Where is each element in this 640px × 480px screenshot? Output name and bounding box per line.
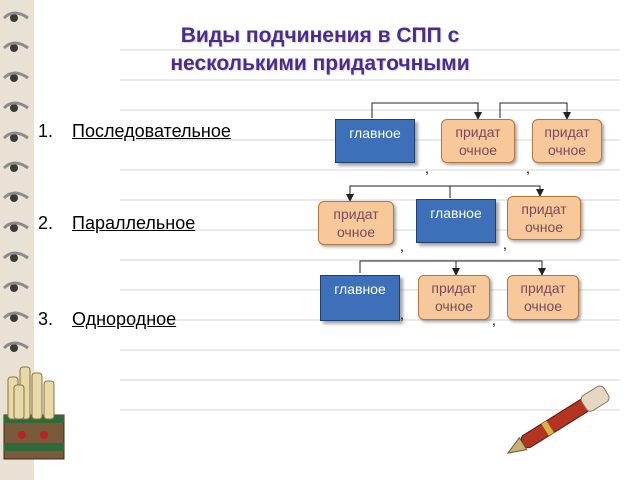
homogeneous-subordinate-1: придат очное	[418, 275, 490, 320]
list-label: Параллельное	[72, 213, 196, 233]
connector-par-2	[449, 185, 544, 198]
parallel-subordinate-1: придат очное	[318, 201, 394, 245]
title-line-1: Виды подчинения в СПП с	[180, 24, 460, 47]
sequential-main-clause: главное	[335, 119, 415, 163]
sub-text-2: очное	[458, 142, 498, 158]
sub-text-2: очное	[336, 224, 376, 240]
sub-text-1: придат	[520, 280, 566, 296]
sub-text-2: очное	[523, 298, 563, 314]
sub-text-2: очное	[434, 298, 474, 314]
sub-text-1: придат	[431, 280, 477, 296]
sub-text-1: придат	[521, 201, 567, 217]
parallel-subordinate-2: придат очное	[507, 196, 581, 240]
title-line-2: несколькими придаточными	[170, 52, 470, 75]
sub-text-2: очное	[524, 219, 564, 235]
sub-text-1: придат	[455, 124, 501, 140]
list-number: 2.	[38, 213, 54, 233]
list-number: 1.	[38, 121, 54, 141]
comma: ,	[400, 238, 404, 254]
connector-seq-1	[371, 102, 482, 120]
list-item-homogeneous: 3. Однородное	[38, 309, 176, 330]
comma: ,	[503, 236, 507, 252]
list-label: Однородное	[72, 309, 177, 329]
sub-text-2: очное	[547, 142, 587, 158]
connector-seq-2	[499, 102, 571, 120]
homogeneous-subordinate-2: придат очное	[507, 275, 579, 320]
list-item-sequential: 1. Последовательное	[38, 121, 231, 142]
sequential-subordinate-1: придат очное	[441, 119, 515, 163]
sub-text-1: придат	[544, 124, 590, 140]
parallel-main-clause: главное	[416, 199, 496, 243]
sub-text-1: придат	[333, 206, 379, 222]
pen-icon	[506, 385, 610, 454]
connector-hom-2	[456, 260, 546, 276]
comma: ,	[492, 312, 496, 328]
list-item-parallel: 2. Параллельное	[38, 213, 195, 234]
comma: ,	[400, 306, 404, 322]
list-number: 3.	[38, 309, 54, 329]
ruled-lines	[120, 49, 620, 411]
connector-hom-1	[359, 260, 460, 276]
comma: ,	[526, 160, 530, 176]
homogeneous-main-clause: главное	[320, 275, 400, 321]
comma: ,	[425, 160, 429, 176]
slide-title: Виды подчинения в СПП с несколькими прид…	[100, 22, 540, 78]
sequential-subordinate-2: придат очное	[532, 119, 602, 163]
connector-par-1	[346, 185, 451, 202]
list-label: Последовательное	[72, 121, 231, 141]
scrolls-icon	[3, 366, 65, 460]
